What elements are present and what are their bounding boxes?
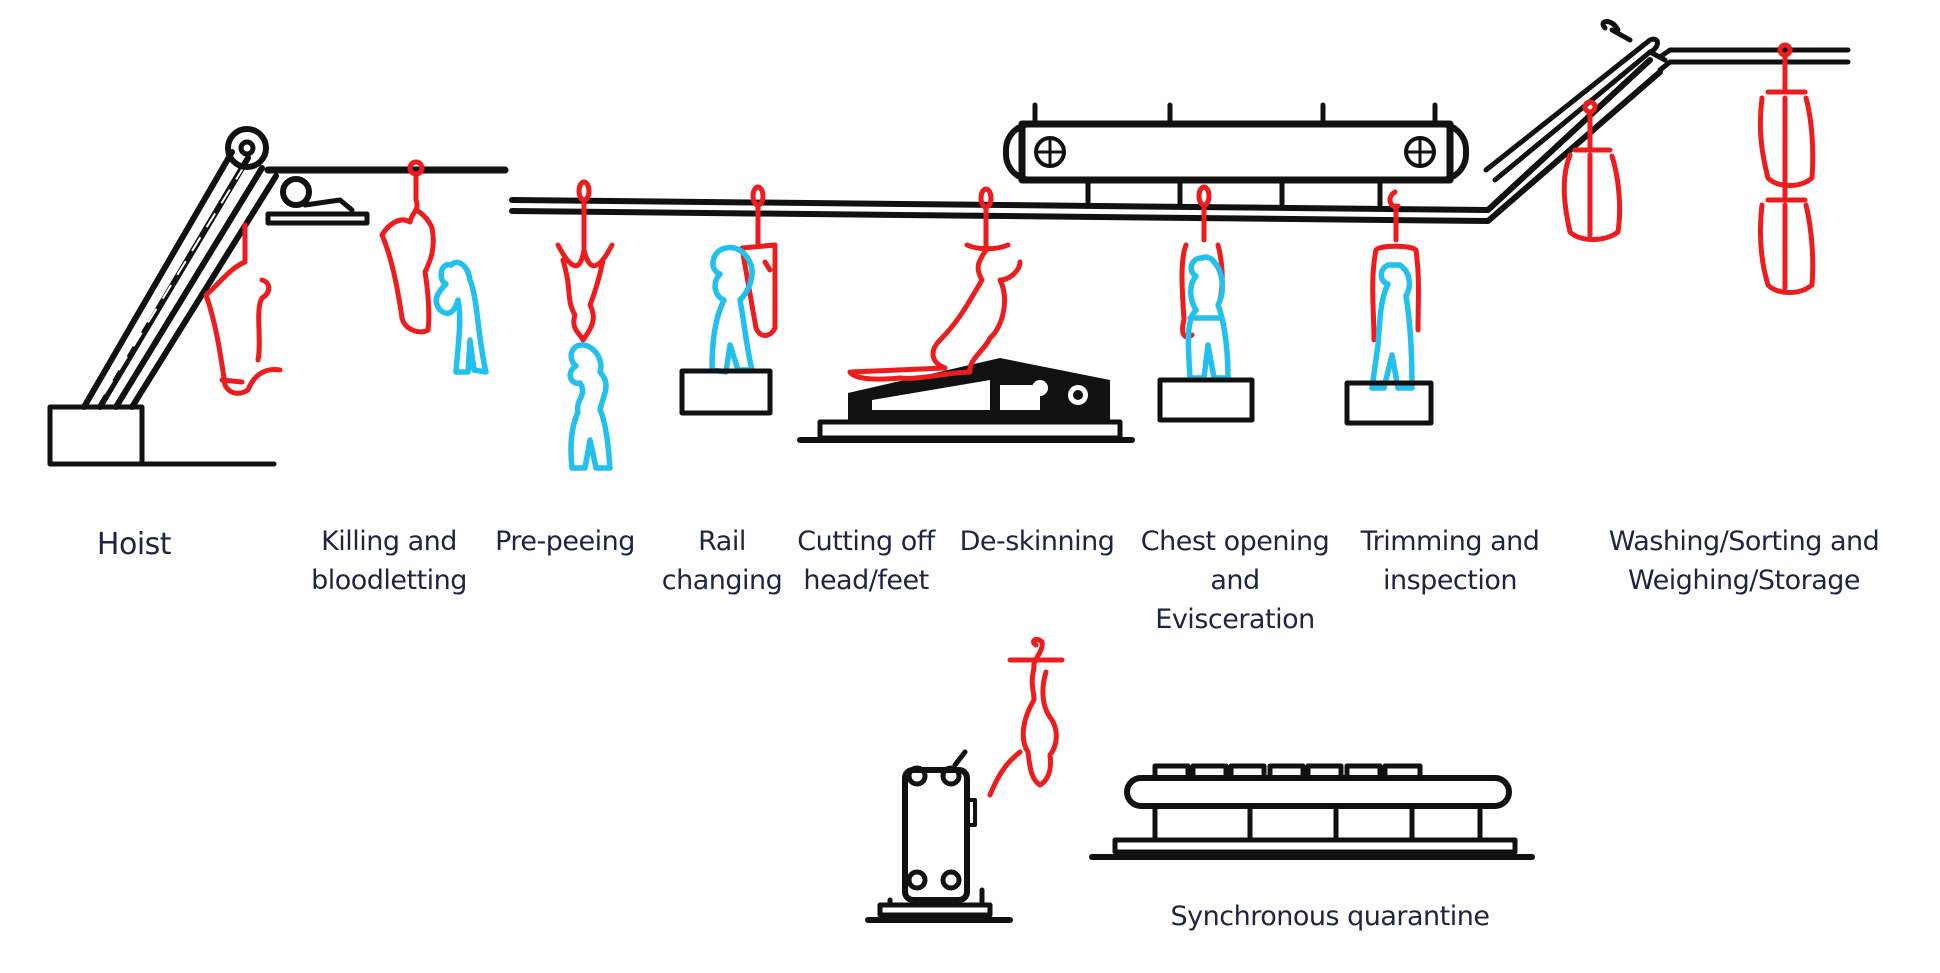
chest-opening-worker [1185, 254, 1231, 381]
hoist-machine [47, 126, 509, 467]
label-line: Evisceration [1155, 604, 1315, 635]
overhead-conveyor [1003, 102, 1469, 208]
de-skinning-machine [797, 358, 1135, 443]
quarantine-machine [865, 749, 1013, 923]
chest-opening-platform [1157, 377, 1255, 423]
label-line: inspection [1383, 565, 1517, 596]
stage-label-cutting-off: Cutting off head/feet [797, 522, 935, 600]
label-line: Cutting off [797, 526, 935, 557]
de-skinning-carcass [847, 186, 1023, 382]
storage-rail [1483, 19, 1851, 183]
stage-label-quarantine: Synchronous quarantine [1171, 897, 1490, 936]
trimming-carcass [1370, 189, 1421, 343]
quarantine-conveyor [1089, 763, 1535, 860]
rail-changing-worker [709, 244, 755, 375]
stage-label-washing: Washing/Sorting and Weighing/Storage [1609, 522, 1880, 600]
rail-changing-platform [679, 368, 773, 416]
trimming-worker [1369, 262, 1415, 391]
pre-peeing-carcass [555, 179, 615, 343]
label-line: Rail [698, 526, 746, 557]
label-line: bloodletting [311, 565, 467, 596]
label-line: Synchronous quarantine [1170, 901, 1490, 932]
label-line: Washing/Sorting and [1608, 526, 1880, 557]
trimming-platform [1344, 380, 1434, 426]
stage-label-chest-opening: Chest opening and Evisceration [1140, 522, 1330, 639]
hoisted-carcass [203, 222, 283, 396]
stage-label-hoist: Hoist [96, 525, 172, 564]
label-line: Pre-peeing [495, 526, 635, 557]
label-line: Hoist [96, 527, 172, 562]
label-line: changing [661, 565, 783, 596]
stage-label-killing: Killing and bloodletting [311, 522, 467, 600]
label-line: Trimming and [1360, 526, 1540, 557]
pre-peeing-worker [567, 342, 613, 471]
killing-worker [433, 259, 489, 375]
stage-label-rail-changing: Rail changing [662, 522, 783, 600]
quarantine-carcass [987, 637, 1065, 798]
label-line: Chest opening [1140, 526, 1330, 557]
label-line: and [1210, 565, 1260, 596]
storage-carcass-lower [1757, 177, 1816, 295]
stage-label-de-skinning: De-skinning [960, 522, 1115, 561]
label-line: Weighing/Storage [1628, 565, 1860, 596]
stage-label-pre-peeing: Pre-peeing [495, 522, 635, 561]
storage-carcass-upper [1757, 42, 1816, 188]
washing-carcass [1561, 99, 1623, 242]
label-line: De-skinning [959, 526, 1115, 557]
rail-changing-carcass [739, 184, 778, 338]
killing-carcass [379, 159, 436, 335]
stage-label-trimming: Trimming and inspection [1361, 522, 1540, 600]
label-line: head/feet [803, 565, 929, 596]
label-line: Killing and [321, 526, 457, 557]
